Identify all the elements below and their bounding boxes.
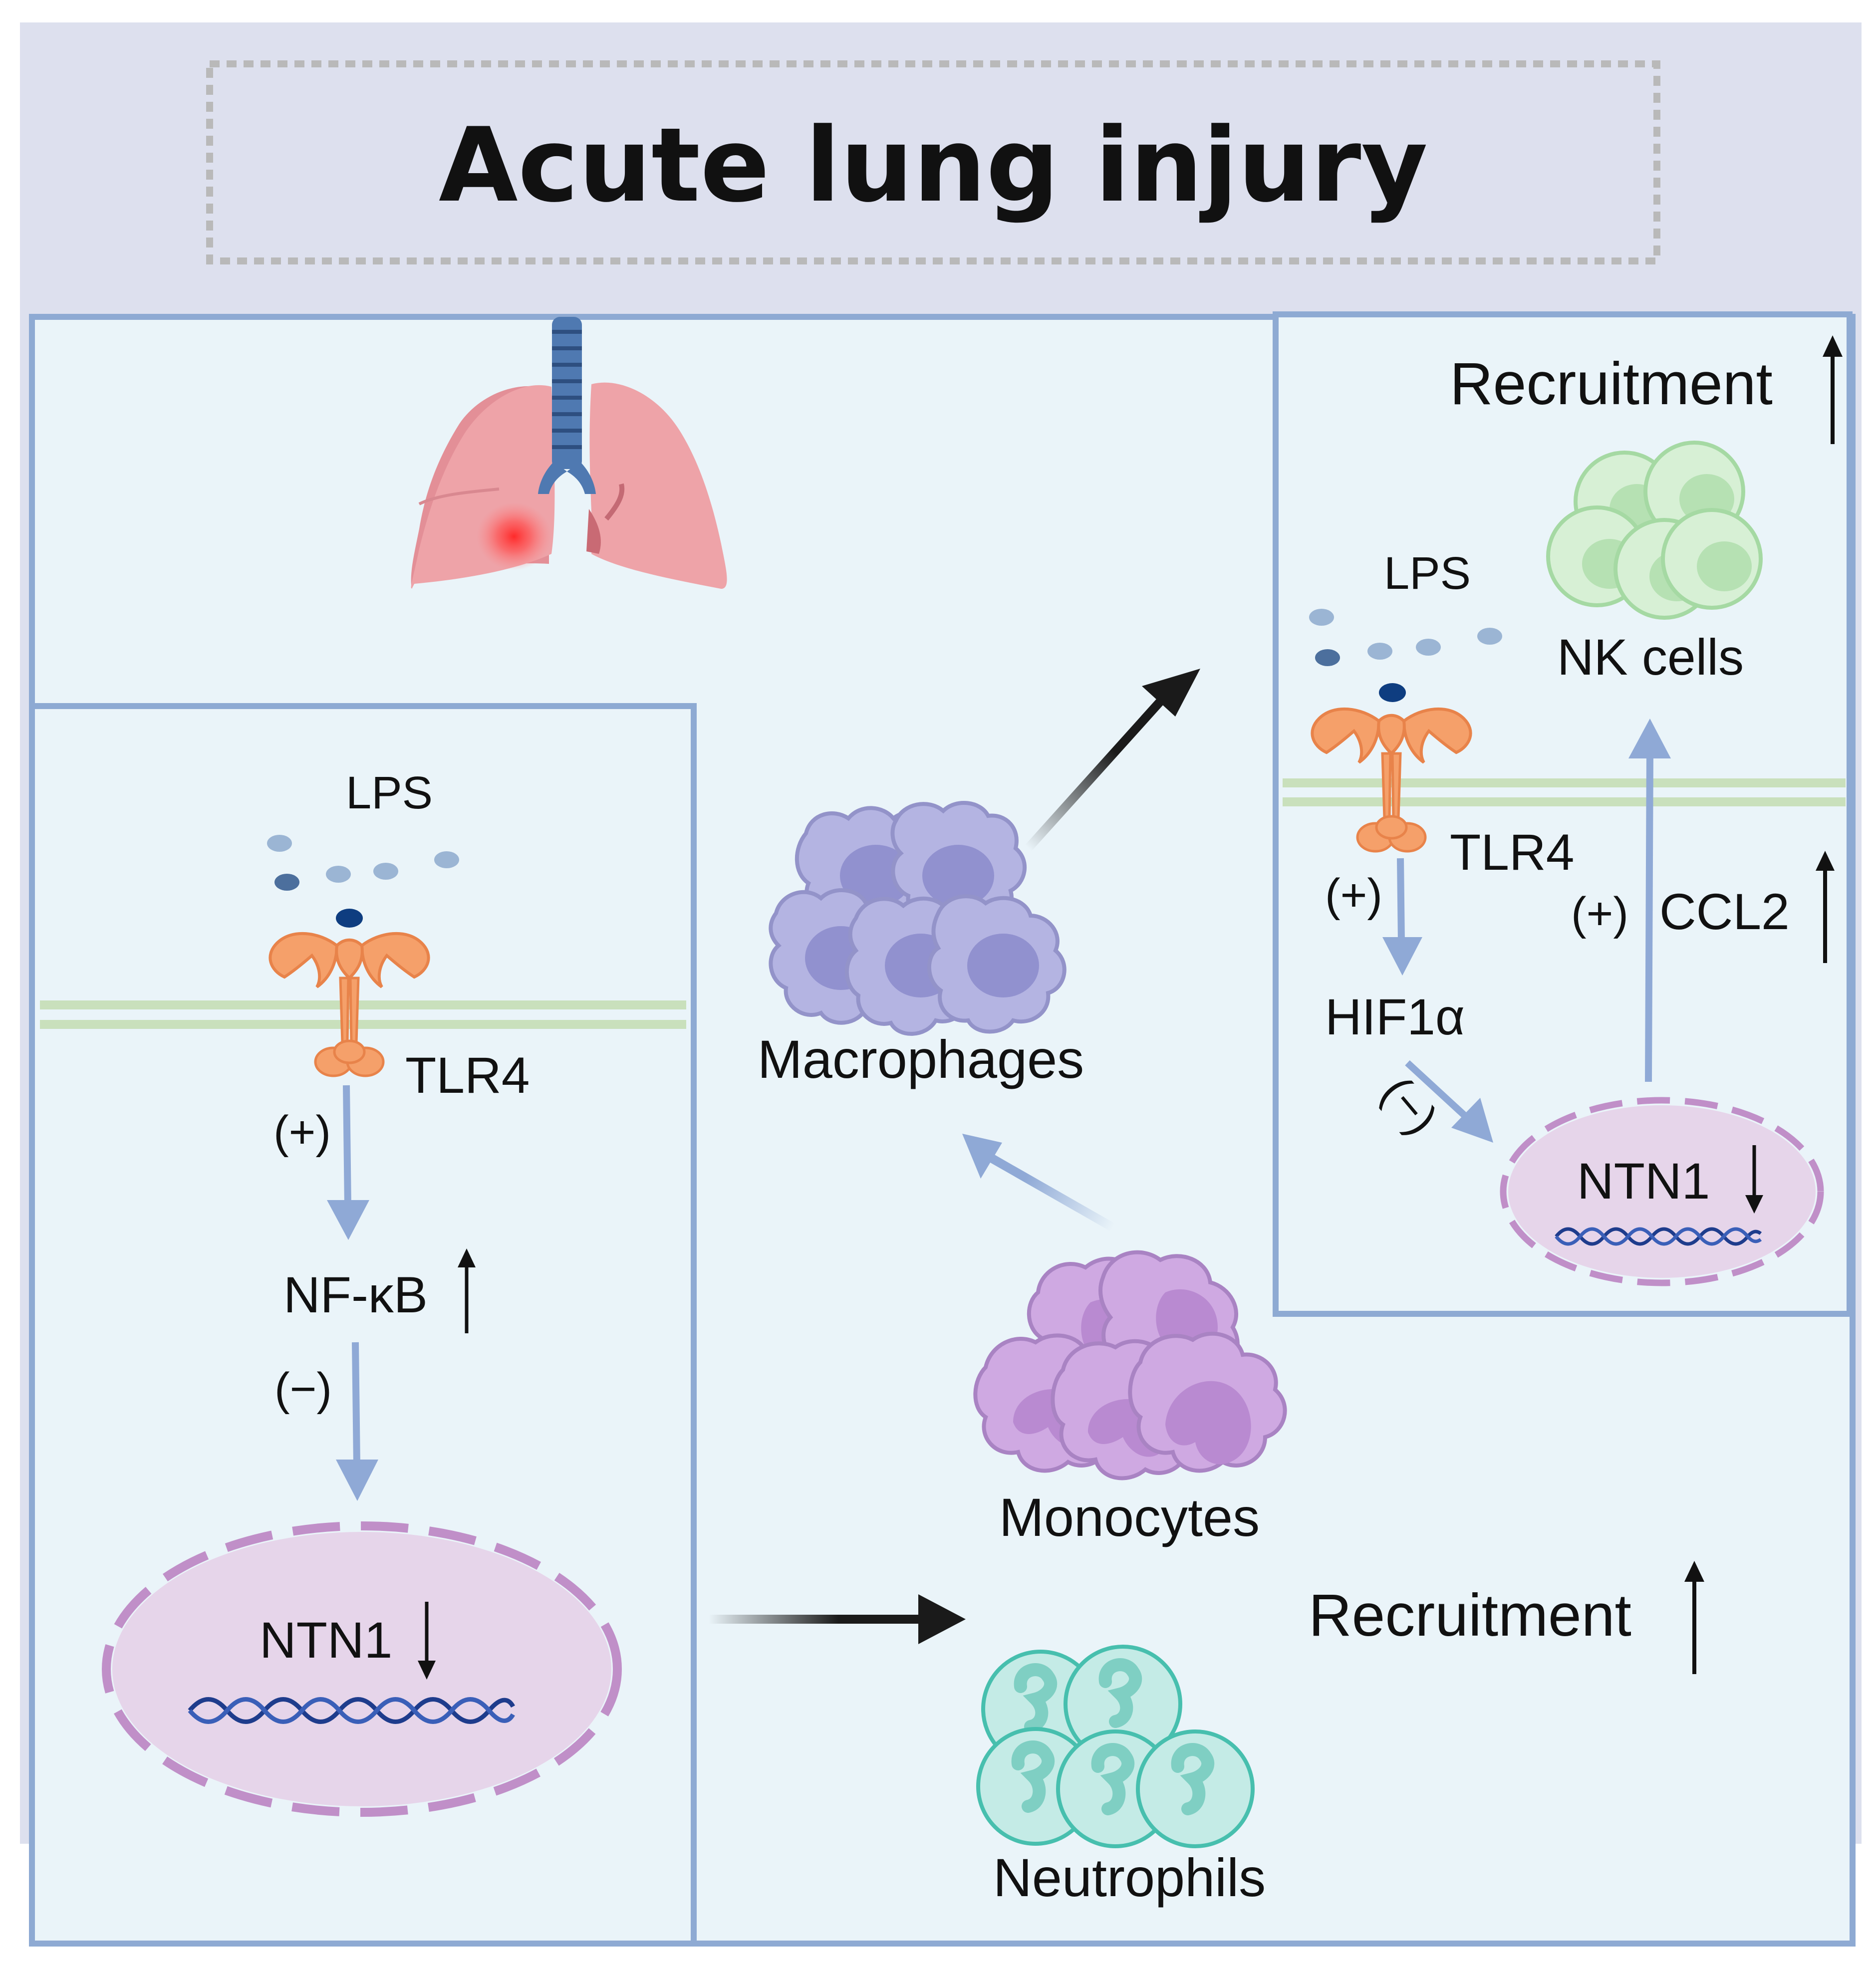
nk-cells-label: NK cells [1557, 629, 1744, 686]
left-arrow-nfkb-to-ntn1 [336, 1342, 378, 1501]
right-activation-plus: (+) [1325, 870, 1382, 921]
nfkb-up-arrow-icon [458, 1248, 476, 1333]
neutrophils-label: Neutrophils [993, 1847, 1266, 1908]
right-ntn1-down-arrow-icon [1745, 1145, 1763, 1214]
macrophages-illustration [769, 801, 1067, 1036]
hif1a-label: HIF1α [1325, 988, 1465, 1045]
left-membrane [40, 1000, 686, 1029]
page-title: Acute lung injury [439, 106, 1428, 225]
neutrophils-illustration [976, 1645, 1255, 1848]
left-ntn1-down-arrow-icon [418, 1602, 436, 1680]
right-ntn1-label: NTN1 [1577, 1153, 1710, 1210]
nk-cells-illustration [1546, 441, 1763, 620]
right-arrow-tlr4-to-hif1a [1382, 858, 1422, 976]
left-lps-label: LPS [346, 767, 433, 818]
right-nucleus [1500, 1097, 1824, 1286]
right-tlr4-receptor-icon [1311, 707, 1472, 853]
left-dna-icon [188, 1697, 515, 1724]
left-ntn1-label: NTN1 [260, 1612, 392, 1669]
left-nucleus [102, 1521, 622, 1817]
right-lps-molecules [1309, 609, 1502, 702]
monocytes-illustration [973, 1250, 1287, 1480]
lungs-illustration [411, 382, 727, 589]
left-lps-molecules [267, 835, 459, 928]
right-membrane [1283, 778, 1846, 806]
trachea-icon [538, 317, 596, 494]
arrow-monocytes-to-macrophages [962, 1134, 1115, 1231]
right-dna-icon [1555, 1227, 1762, 1246]
right-tlr4-label: TLR4 [1450, 824, 1574, 881]
arrow-macrophages-to-right-panel [1025, 669, 1200, 852]
left-activation-plus: (+) [273, 1107, 331, 1158]
nfkb-label: NF-κB [283, 1266, 428, 1323]
arrow-left-panel-to-neutrophils [709, 1594, 966, 1644]
macrophages-label: Macrophages [758, 1029, 1084, 1089]
ccl2-label: CCL2 [1659, 883, 1790, 940]
right-activation-plus-ccl2: (+) [1571, 888, 1628, 939]
title-box [206, 60, 1660, 264]
neutrophil-recruitment-up-arrow-icon [1684, 1561, 1704, 1674]
right-lps-label: LPS [1384, 548, 1471, 599]
right-arrow-hif1a-to-ntn1 [1405, 1060, 1493, 1143]
left-inhibition-minus: (−) [274, 1364, 332, 1415]
monocytes-label: Monocytes [999, 1487, 1260, 1547]
right-recruitment-label: Recruitment [1450, 350, 1773, 417]
left-arrow-tlr4-to-nfkb [327, 1085, 369, 1240]
right-arrow-ntn1-to-nk-cells [1628, 719, 1671, 1082]
right-recruitment-up-arrow-icon [1823, 335, 1843, 444]
neutrophil-recruitment-label: Recruitment [1309, 1582, 1631, 1649]
ccl2-up-arrow-icon [1816, 851, 1835, 963]
left-tlr4-label: TLR4 [405, 1047, 530, 1104]
left-tlr4-receptor-icon [268, 932, 430, 1077]
